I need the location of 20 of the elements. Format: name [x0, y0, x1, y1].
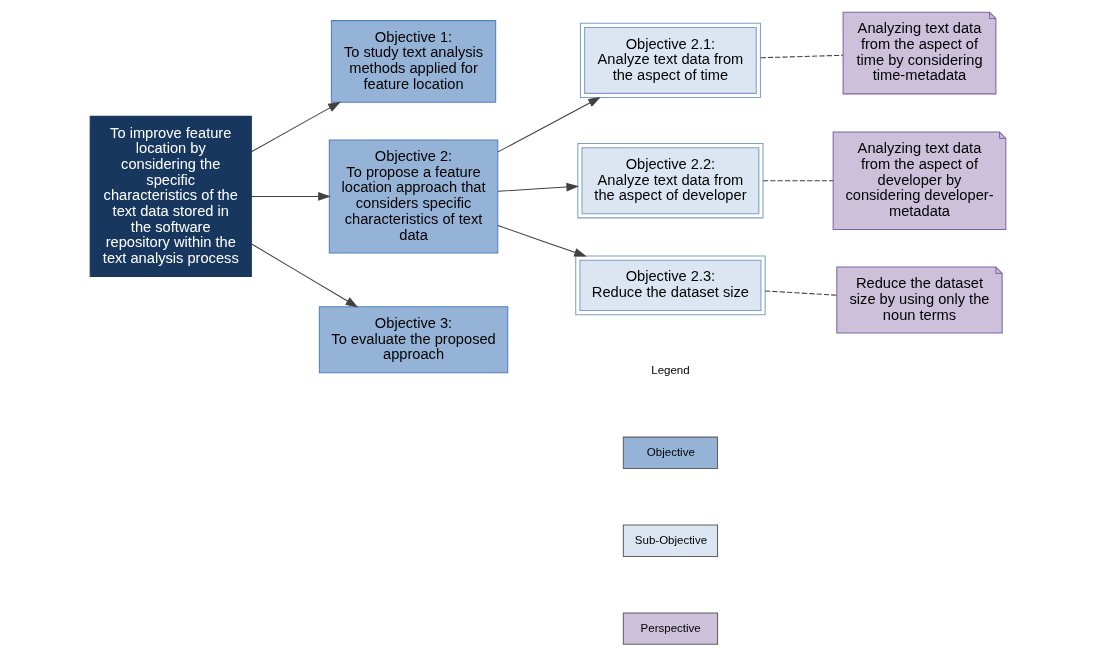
arrow [497, 97, 601, 153]
arrow [251, 243, 359, 308]
node-box: To improve feature location by considering the specific characteristics of the text data stored in the software repository within the text analysis process [89, 115, 252, 277]
node-box: Objective 2.3: Reduce the dataset size [575, 255, 766, 316]
node-box: Objective 2.1: Analyze text data from the aspect of time [579, 22, 761, 99]
node-box: Objective 2.2: Analyze text data from the aspect of developer [577, 143, 764, 219]
arrow [497, 182, 579, 192]
connector [762, 180, 834, 182]
arrow [251, 192, 331, 201]
label: Legend [651, 364, 690, 377]
node-box: Objective 1: To study text analysis methods applied for feature location [330, 20, 497, 103]
connector [764, 290, 838, 296]
connector [760, 54, 844, 59]
arrow [497, 225, 587, 257]
arrow [251, 101, 341, 153]
legend-label: Objective [646, 445, 695, 458]
legend-label: Sub-Objective [634, 533, 708, 546]
node-box: Objective 3: To evaluate the proposed approach [318, 306, 509, 374]
legend-label: Perspective [640, 621, 701, 634]
node-box: Objective 2: To propose a feature location approach that considers specific characteristics of text data [328, 139, 499, 254]
